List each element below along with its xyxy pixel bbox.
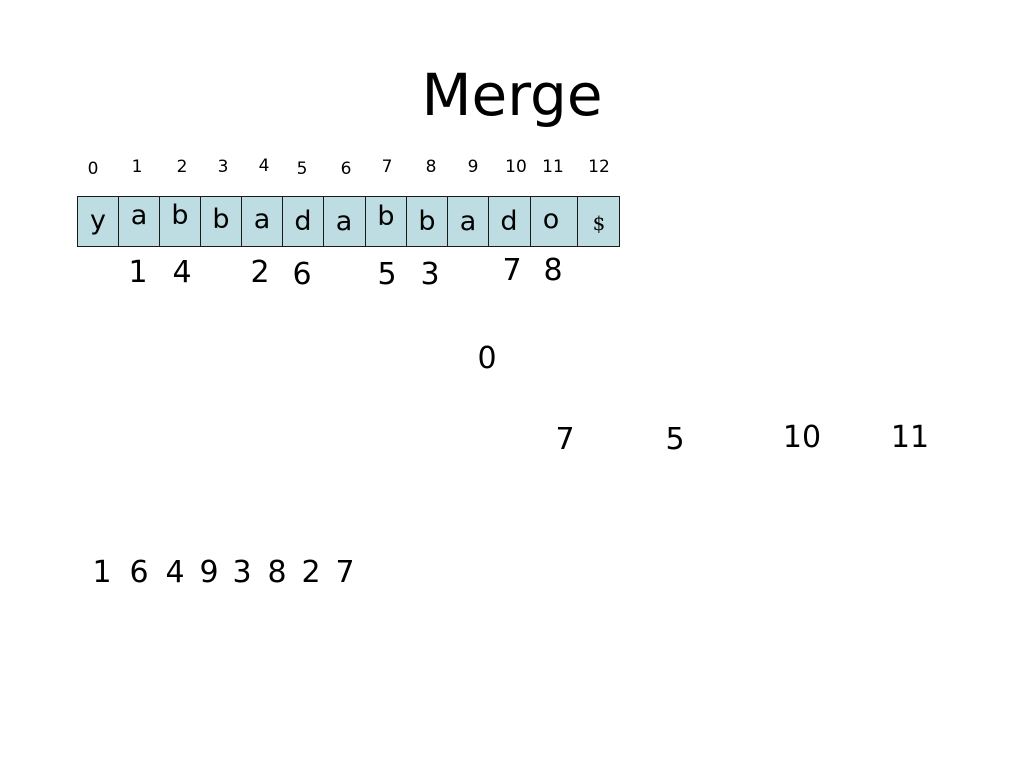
cell-char: b (418, 206, 436, 237)
cell-char: o (542, 204, 560, 235)
array-cell: b (200, 197, 241, 246)
rank-number: 4 (172, 255, 192, 290)
index-label: 3 (217, 157, 229, 177)
array-cell: d (488, 197, 529, 246)
floating-number: 5 (665, 422, 685, 457)
cell-char: d (500, 206, 518, 237)
array-cell: b (406, 197, 447, 246)
array-cell: a (323, 197, 364, 246)
cell-char: a (459, 206, 477, 237)
cell-char: a (130, 200, 148, 231)
floating-number: 11 (890, 420, 930, 455)
index-row: 0 1 2 3 4 5 6 7 8 9 10 11 12 (0, 154, 1024, 184)
merged-number: 6 (129, 555, 149, 590)
index-label: 6 (340, 159, 352, 179)
index-label: 2 (176, 157, 188, 177)
merged-number: 9 (199, 555, 219, 590)
array-cell: $ (577, 197, 620, 246)
rank-number: 1 (128, 255, 148, 290)
index-label: 4 (258, 156, 270, 176)
floating-number: 7 (555, 422, 575, 457)
rank-number: 5 (377, 257, 397, 292)
rank-row: 1 4 2 6 5 3 7 8 (0, 250, 1024, 294)
index-label: 7 (381, 157, 393, 177)
array-cell: d (282, 197, 323, 246)
cell-char: d (294, 206, 312, 237)
rank-number: 3 (420, 257, 440, 292)
array-cell: b (159, 197, 200, 246)
merged-number: 7 (335, 555, 355, 590)
cell-char: y (90, 205, 106, 236)
index-label: 12 (588, 157, 610, 177)
array-cell: a (118, 197, 159, 246)
rank-number: 6 (292, 257, 312, 292)
index-label: 10 (505, 157, 527, 177)
slide-title: Merge (421, 61, 603, 129)
index-label: 8 (425, 157, 437, 177)
array-cell: a (447, 197, 488, 246)
floating-number: 10 (782, 420, 822, 455)
index-label: 1 (131, 157, 143, 177)
cell-char: a (253, 204, 271, 235)
array-cell: o (530, 197, 571, 246)
rank-number: 8 (543, 253, 563, 288)
merged-number: 2 (301, 555, 321, 590)
index-label: 5 (296, 159, 308, 179)
cell-char: b (377, 201, 395, 232)
merged-number: 4 (165, 555, 185, 590)
merged-number: 3 (232, 555, 252, 590)
cell-char: $ (592, 211, 606, 235)
merged-number: 8 (267, 555, 287, 590)
array-cell: y (78, 197, 118, 246)
index-label: 9 (467, 157, 479, 177)
array-cell: a (241, 197, 282, 246)
string-array: y a b b a d a b b a d o (77, 196, 620, 247)
merged-number: 1 (92, 555, 112, 590)
rank-number: 2 (250, 255, 270, 290)
cell-char: b (212, 204, 230, 235)
index-label: 0 (87, 159, 99, 179)
cell-char: a (335, 206, 353, 237)
rank-number: 7 (502, 253, 522, 288)
cell-char: b (171, 200, 189, 231)
floating-number: 0 (477, 341, 497, 376)
array-cell: b (365, 197, 406, 246)
index-label: 11 (542, 157, 564, 177)
merged-sequence: 1 6 4 9 3 8 2 7 (0, 552, 1024, 596)
